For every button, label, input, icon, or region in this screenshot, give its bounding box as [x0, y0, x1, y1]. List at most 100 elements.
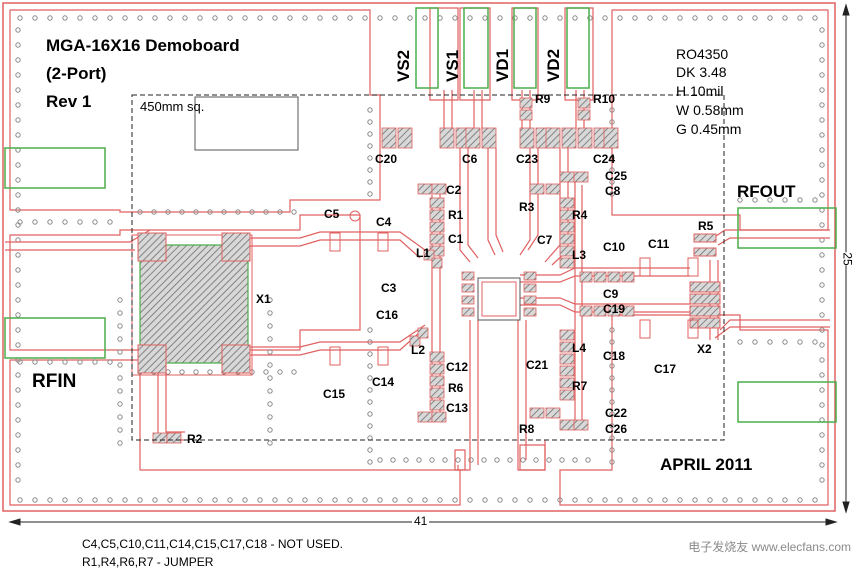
via: [677, 15, 683, 21]
via: [77, 15, 83, 21]
via: [267, 414, 273, 420]
smd-pad: [561, 127, 577, 149]
via: [62, 15, 68, 21]
via: [819, 462, 825, 468]
via: [722, 497, 728, 503]
via: [47, 15, 53, 21]
board-title: MGA-16X16 Demoboard: [46, 36, 240, 55]
via: [152, 15, 158, 21]
via: [533, 457, 539, 463]
via: [542, 15, 548, 21]
via: [819, 102, 825, 108]
via: [15, 87, 21, 93]
c6-label: C6: [462, 152, 478, 166]
via: [302, 15, 308, 21]
via: [117, 375, 123, 381]
via: [117, 310, 123, 316]
via: [819, 297, 825, 303]
smd-pad: [397, 127, 413, 149]
via: [117, 427, 123, 433]
via: [367, 327, 373, 333]
via: [819, 342, 825, 348]
via: [15, 387, 21, 393]
via: [32, 497, 38, 503]
via: [347, 15, 353, 21]
via: [207, 369, 213, 375]
via: [77, 219, 83, 225]
smd-pad: [523, 307, 537, 317]
smd-pad: [417, 411, 433, 423]
material-line4: W 0.58mm: [676, 102, 744, 118]
c20-label: C20: [375, 152, 398, 166]
smd-pad: [429, 363, 445, 375]
note-not-used: C4,C5,C10,C11,C14,C15,C17,C18 - NOT USED…: [82, 537, 343, 551]
via: [797, 339, 803, 345]
via: [542, 497, 548, 503]
via: [92, 497, 98, 503]
via: [317, 497, 323, 503]
sma-pads: [4, 7, 837, 423]
smd-pad: [545, 183, 561, 195]
via: [15, 57, 21, 63]
via: [367, 191, 373, 197]
via: [407, 15, 413, 21]
c14-label: C14: [372, 375, 395, 389]
via: [752, 339, 758, 345]
via: [117, 336, 123, 342]
r5-label: R5: [698, 219, 714, 233]
via: [15, 192, 21, 198]
via: [15, 447, 21, 453]
via: [287, 15, 293, 21]
via: [117, 388, 123, 394]
smd-pad: [429, 351, 445, 363]
via: [752, 15, 758, 21]
via: [193, 369, 199, 375]
via: [77, 359, 83, 365]
smd-pad: [545, 127, 561, 149]
via: [819, 387, 825, 393]
via: [267, 401, 273, 407]
c2-label: C2: [446, 183, 462, 197]
smd-pad: [429, 399, 445, 411]
via: [277, 369, 283, 375]
via: [737, 339, 743, 345]
via: [117, 401, 123, 407]
c25-label: C25: [605, 169, 628, 183]
via: [367, 155, 373, 161]
via: [737, 497, 743, 503]
via: [546, 457, 552, 463]
via: [520, 457, 526, 463]
via: [367, 131, 373, 137]
via: [609, 447, 615, 453]
smd-pad: [431, 183, 447, 195]
via: [677, 497, 683, 503]
c22-label: C22: [605, 406, 628, 420]
via: [367, 107, 373, 113]
via: [507, 457, 513, 463]
via: [609, 423, 615, 429]
smd-pad: [607, 305, 621, 317]
via: [767, 497, 773, 503]
via: [559, 457, 565, 463]
via: [609, 107, 615, 113]
via: [617, 15, 623, 21]
smd-pad: [381, 127, 397, 149]
via: [429, 457, 435, 463]
via: [165, 209, 171, 215]
smd-pad: [593, 305, 607, 317]
smd-pad: [579, 271, 593, 283]
via: [377, 457, 383, 463]
via: [117, 440, 123, 446]
via: [752, 197, 758, 203]
via: [819, 252, 825, 258]
via: [15, 297, 21, 303]
via: [819, 327, 825, 333]
via: [302, 497, 308, 503]
via: [819, 87, 825, 93]
via: [812, 197, 818, 203]
via: [182, 497, 188, 503]
via: [632, 15, 638, 21]
via: [452, 497, 458, 503]
via: [272, 15, 278, 21]
watermark: 电子发烧友 www.elecfans.com: [688, 540, 851, 554]
